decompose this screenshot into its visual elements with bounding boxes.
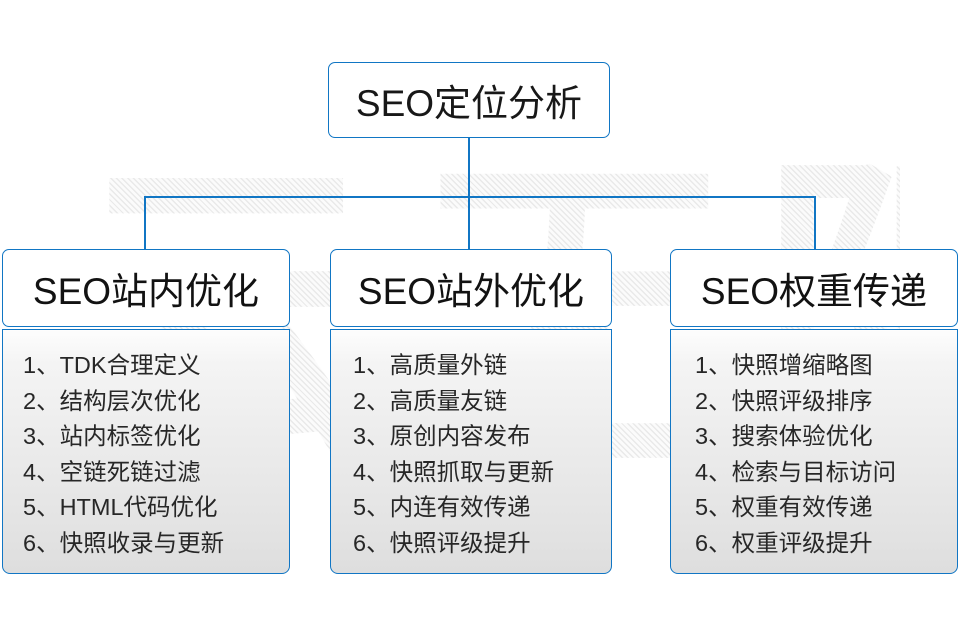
branch-header-1[interactable]: SEO站内优化 [2, 249, 290, 327]
connector-root-stem [468, 138, 470, 197]
branch-column-3: SEO权重传递 1、快照增缩略图 2、快照评级排序 3、搜索体验优化 4、检索与… [670, 249, 958, 574]
connector-horizontal-bus [144, 196, 815, 198]
list-item[interactable]: 1、快照增缩略图 [695, 352, 873, 378]
list-item[interactable]: 6、快照评级提升 [353, 529, 531, 556]
branch-body-3: 1、快照增缩略图 2、快照评级排序 3、搜索体验优化 4、检索与目标访问 5、权… [670, 329, 958, 574]
connector-drop-col-2 [468, 196, 470, 250]
branch-body-1: 1、TDK合理定义 2、结构层次优化 3、站内标签优化 4、空链死链过滤 5、H… [2, 329, 290, 574]
branch-column-1: SEO站内优化 1、TDK合理定义 2、结构层次优化 3、站内标签优化 4、空链… [2, 249, 290, 574]
connector-drop-col-1 [144, 196, 146, 250]
branch-list-3: 1、快照增缩略图 2、快照评级排序 3、搜索体验优化 4、检索与目标访问 5、权… [671, 348, 957, 561]
branch-list-1: 1、TDK合理定义 2、结构层次优化 3、站内标签优化 4、空链死链过滤 5、H… [3, 348, 289, 561]
branch-header-3[interactable]: SEO权重传递 [670, 249, 958, 327]
list-item[interactable]: 2、快照评级排序 [695, 387, 873, 414]
list-item[interactable]: 3、原创内容发布 [353, 423, 531, 449]
list-item[interactable]: 4、空链死链过滤 [23, 458, 201, 485]
list-item[interactable]: 3、站内标签优化 [23, 423, 201, 449]
list-item[interactable]: 2、结构层次优化 [23, 387, 201, 414]
list-item[interactable]: 5、内连有效传递 [353, 494, 531, 520]
list-item[interactable]: 5、权重有效传递 [695, 494, 873, 520]
branch-header-2[interactable]: SEO站外优化 [330, 249, 612, 327]
list-item[interactable]: 4、快照抓取与更新 [353, 458, 555, 485]
list-item[interactable]: 6、快照收录与更新 [23, 529, 225, 556]
list-item[interactable]: 2、高质量友链 [353, 387, 508, 414]
list-item[interactable]: 1、TDK合理定义 [23, 352, 201, 378]
branch-header-label-3: SEO权重传递 [700, 271, 928, 312]
root-node-title: SEO定位分析 [355, 83, 583, 124]
list-item[interactable]: 1、高质量外链 [353, 352, 508, 378]
branch-header-label-2: SEO站外优化 [357, 271, 585, 312]
connector-drop-col-3 [814, 196, 816, 250]
root-node[interactable]: SEO定位分析 [328, 62, 610, 138]
branch-header-label-1: SEO站内优化 [32, 271, 260, 312]
list-item[interactable]: 4、检索与目标访问 [695, 458, 897, 485]
list-item[interactable]: 3、搜索体验优化 [695, 423, 873, 449]
branch-column-2: SEO站外优化 1、高质量外链 2、高质量友链 3、原创内容发布 4、快照抓取与… [330, 249, 612, 574]
branch-body-2: 1、高质量外链 2、高质量友链 3、原创内容发布 4、快照抓取与更新 5、内连有… [330, 329, 612, 574]
branch-list-2: 1、高质量外链 2、高质量友链 3、原创内容发布 4、快照抓取与更新 5、内连有… [331, 348, 611, 561]
list-item[interactable]: 6、权重评级提升 [695, 529, 873, 556]
list-item[interactable]: 5、HTML代码优化 [23, 494, 218, 520]
